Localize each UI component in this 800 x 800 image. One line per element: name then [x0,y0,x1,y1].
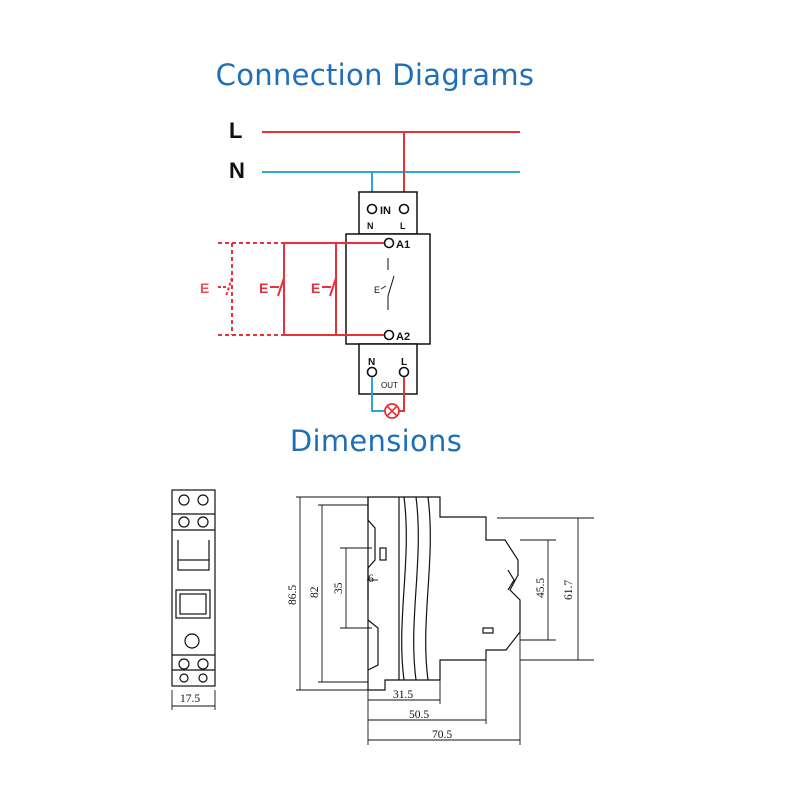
control-switches: E E E [200,242,384,336]
load-neutral-wire [371,377,385,412]
timer-device: IN N L A1 A2 E N L OUT [345,191,431,395]
load-live-wire [399,377,405,412]
depth-2-value: 50.5 [409,709,429,721]
depth-1-value: 31.5 [393,689,413,701]
a2-label: A2 [396,331,410,343]
switch-label: E [200,280,209,296]
out-l-terminal [398,366,410,378]
relay-symbol: E [374,285,380,295]
pushbutton-icon [218,277,233,297]
relay-symbol-tick [380,285,387,290]
a1-label: A1 [396,239,410,251]
switch-label: E [311,280,320,296]
lamp-icon [384,403,400,419]
front-height-value: 45.5 [535,578,547,598]
depth-3-value: 70.5 [432,729,452,741]
in-n-terminal [366,203,378,215]
out-l-label: L [401,357,407,368]
terminal-span-value: 35 [333,582,345,594]
connection-diagrams-title: Connection Diagrams [215,58,535,92]
out-n-terminal [366,366,378,378]
side-view-drawing [367,496,521,691]
height-body-value: 82 [309,586,321,598]
a1-terminal [383,237,395,249]
overall-height-value: 61.7 [563,580,575,600]
pushbutton-icon [322,277,337,297]
front-width-value: 17.5 [180,693,200,705]
depth-dimension-lines [367,632,521,745]
out-n-label: N [368,357,375,368]
in-n-label: N [367,221,374,231]
relay-contact-blade [387,275,395,297]
height-dimension-lines [296,496,378,691]
dimensions-title: Dimensions [289,424,463,458]
device-middle-block [345,233,431,345]
right-height-dimension-lines [497,517,594,661]
pushbutton-icon [270,277,285,297]
tab-value: 6 [368,573,374,585]
switch-label: E [259,280,268,296]
wiring-diagram: L N IN N L A1 A2 E [200,118,520,419]
in-l-terminal [398,203,410,215]
out-label: OUT [381,381,398,390]
neutral-label: N [229,158,245,183]
in-label: IN [380,205,391,217]
front-view-drawing [171,489,216,687]
front-width-dimension [171,690,216,710]
height-total-value: 86.5 [287,585,299,605]
a2-terminal [383,329,395,341]
line-label: L [229,118,242,143]
in-l-label: L [400,221,406,231]
